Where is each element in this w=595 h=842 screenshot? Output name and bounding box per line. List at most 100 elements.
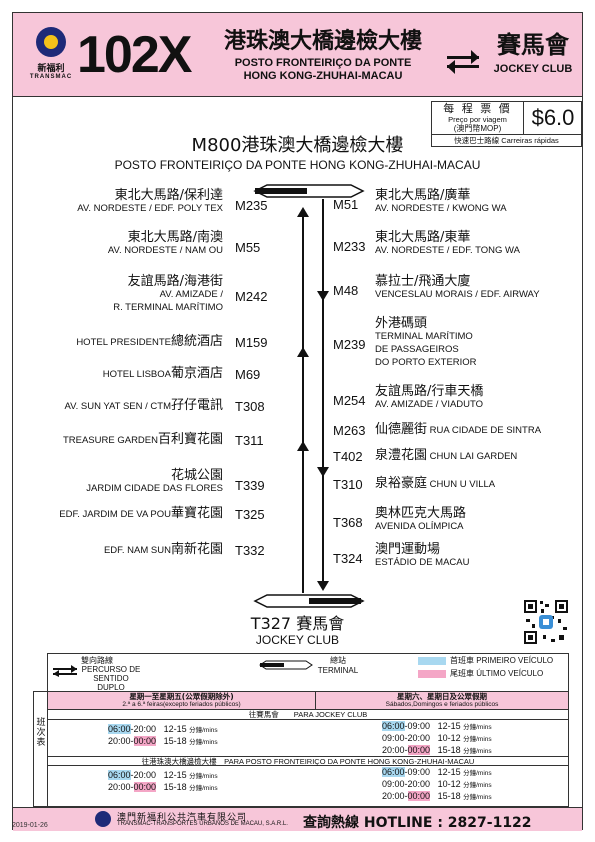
frequency-unit: 分鐘/mins (463, 770, 492, 777)
fare-box: 每 程 票 價 Preço por viagem (澳門幣MOP) $6.0 快… (431, 101, 582, 147)
legend: 雙向路線 PERCURSO DE SENTIDO DUPLO 總站 TERMIN… (47, 653, 569, 692)
stop-name-pt: TREASURE GARDEN (62, 435, 158, 446)
fare-label-mop: (澳門幣MOP) (453, 124, 502, 133)
stop-code: T332 (235, 543, 265, 558)
weekend-pt: Sábados,Domingos e feriados públicos (385, 701, 499, 708)
stop-name-pt: CHUN LAI GARDEN (427, 451, 518, 462)
start-time: 06:00 (108, 724, 131, 734)
weekday-header: 星期一至星期五(公眾假期除外) 2.ª a 6.ª feiras(excepto… (48, 692, 315, 710)
weekend-zh: 星期六、星期日及公眾假期 (397, 692, 487, 701)
stop-code: T368 (333, 515, 363, 530)
two-way-arrows-icon (447, 50, 479, 74)
stop-code: M69 (235, 367, 261, 382)
stop-code: T310 (333, 477, 363, 492)
schedule-header: 星期一至星期五(公眾假期除外) 2.ª a 6.ª feiras(excepto… (48, 692, 568, 710)
frequency: 12-15 (163, 724, 190, 734)
schedule-row: 09:00-20:00 10-12 分鐘/mins (382, 733, 492, 745)
direction-to-jockey-club: 往賽馬會 PARA JOCKEY CLUB (48, 710, 568, 720)
stop-name-pt: RUA CIDADE DE SINTRA (427, 425, 542, 436)
terminus-block: 賽馬會 JOCKEY CLUB (485, 31, 581, 75)
frequency-unit: 分鐘/mins (189, 785, 218, 792)
stop-code: M233 (333, 239, 366, 254)
stop-code: M263 (333, 423, 366, 438)
stop-code: T324 (333, 551, 363, 566)
fare-labels: 每 程 票 價 Preço por viagem (澳門幣MOP) (432, 102, 524, 134)
schedule-row: 20:00-00:00 15-18 分鐘/mins (382, 791, 492, 803)
time-gap (156, 736, 164, 746)
stop-name-zh: 花城公園 (170, 468, 223, 483)
start-time: 20:00 (382, 745, 405, 755)
last-bus-swatch (418, 669, 446, 678)
stop-name-zh: 澳門運動場 (375, 542, 441, 557)
start-time: 06:00 (108, 770, 131, 780)
first-bus-zh: 首班車 (450, 656, 474, 665)
route-diagram (253, 184, 365, 608)
hotline[interactable]: 查詢熱線 HOTLINE : 2827-1122 (303, 815, 532, 831)
start-time: 20:00 (382, 791, 405, 801)
company-name-zh: 澳門新福利公共汽車有限公司 (117, 813, 248, 823)
stop-code: T339 (235, 478, 265, 493)
time-dash: - (130, 736, 134, 746)
left-stop: EDF. JARDIM DE VA POU華寶花園 (13, 507, 223, 521)
stop-code: T308 (235, 399, 265, 414)
stop-name-pt: AV. NORDESTE / KWONG WA (375, 203, 507, 214)
logo-zh: 新福利 (37, 64, 65, 74)
route-poster: 新福利 TRANSMAC 102X 港珠澳大橋邊檢大樓 POSTO FRONTE… (12, 12, 583, 831)
stop-name-zh: 東北大馬路/廣華 (375, 188, 471, 203)
stop-code: T402 (333, 449, 363, 464)
stop-name-pt: AV. NORDESTE / EDF. POLY TEX (77, 203, 223, 214)
stop-code: M239 (333, 337, 366, 352)
time-dash: - (404, 791, 408, 801)
time-dash: - (130, 782, 134, 792)
start-time: 06:00 (382, 767, 405, 777)
origin-stop: M800港珠澳大橋邊檢大樓 POSTO FRONTEIRIÇO DA PONTE… (13, 135, 582, 173)
stop-name-line: EDF. NAM SUN南新花園 (13, 543, 223, 557)
left-stop: HOTEL PRESIDENTE總統酒店 (13, 335, 223, 349)
schedule-row: 06:00-20:00 12-15 分鐘/mins (108, 770, 218, 782)
logo-en: TRANSMAC (29, 74, 73, 80)
legend-two-way-pt2: SENTIDO DUPLO (93, 674, 129, 692)
time-dash: - (404, 733, 408, 743)
frequency-unit: 分鐘/mins (463, 736, 492, 743)
schedule-side-label: 班次表 (34, 692, 48, 806)
time-gap (156, 724, 164, 734)
terminus-en: JOCKEY CLUB (493, 63, 573, 75)
frequency-unit: 分鐘/mins (463, 748, 492, 755)
frequency: 10-12 (437, 779, 464, 789)
stop-name-zh: 外港碼頭 (375, 316, 428, 331)
frequency: 12-15 (163, 770, 190, 780)
stop-name-zh: 泉裕豪庭 (375, 476, 428, 491)
fare-label-zh: 每 程 票 價 (443, 102, 512, 115)
stop-name-pt: JARDIM CIDADE DAS FLORES (86, 483, 223, 494)
stop-name-zh: 葡京酒店 (170, 366, 223, 381)
two-way-arrows-icon (53, 665, 77, 677)
frequency: 15-18 (437, 791, 464, 801)
stop-name-line: AV. SUN YAT SEN / CTM孖仔電訊 (13, 399, 223, 413)
stop-name-zh: 百利寶花園 (157, 432, 223, 447)
stop-name-zh: 華寶花園 (170, 506, 223, 521)
schedule-table: 班次表 星期一至星期五(公眾假期除外) 2.ª a 6.ª feiras(exc… (33, 691, 569, 807)
start-time: 09:00 (382, 779, 405, 789)
end-time: 00:00 (133, 782, 157, 792)
stop-name-pt: AV. AMIZADE / VIADUTO (375, 399, 484, 410)
footer: 澳門新福利公共汽車有限公司 TRANSMAC-TRANSPORTES URBAN… (13, 807, 582, 831)
schedule-side-zh: 班次表 (36, 718, 46, 748)
stop-name-line: HOTEL PRESIDENTE總統酒店 (13, 335, 223, 349)
stop-name-pt: HOTEL LISBOA (102, 369, 171, 380)
direction-to-border-post: 往港珠澳大橋邊檢大樓 PARA POSTO FRONTEIRIÇO DA PON… (48, 756, 568, 766)
stop-name-zh: 東北大馬路/保利達 (114, 188, 223, 203)
stop-code: M159 (235, 335, 268, 350)
time-dash: - (130, 770, 134, 780)
qr-code-icon[interactable] (523, 599, 569, 645)
print-date: 2019-01-26 (12, 822, 48, 829)
start-time: 09:00 (382, 733, 405, 743)
end-time: 09:00 (407, 767, 431, 777)
